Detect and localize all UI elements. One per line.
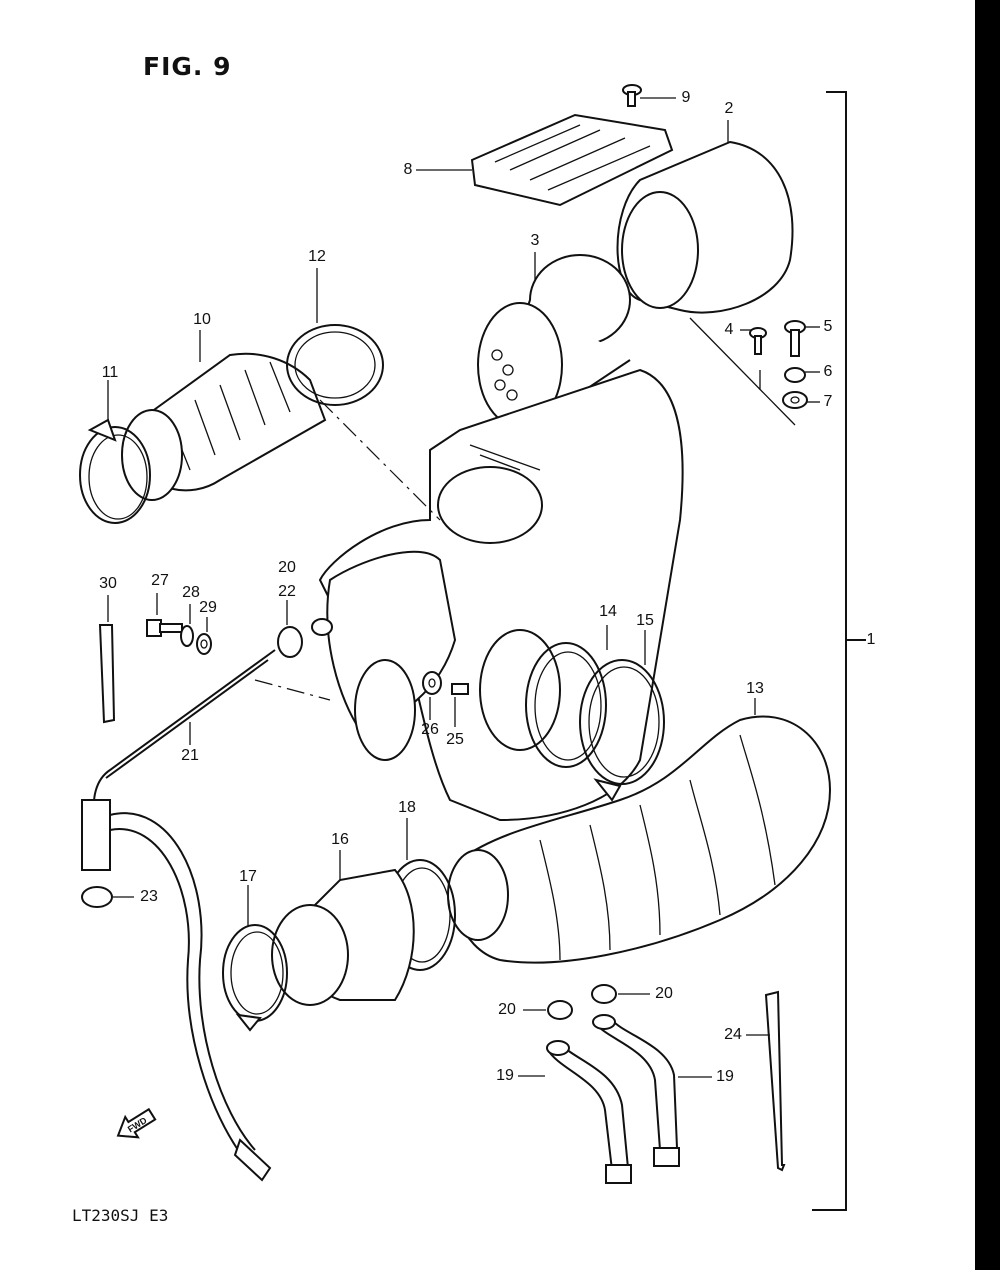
air-cleaner-case <box>311 368 684 822</box>
callout-17: 17 <box>239 868 257 885</box>
callout-22: 22 <box>278 583 296 600</box>
scan-edge <box>975 0 1000 1270</box>
part-3-filter-cage <box>477 252 631 428</box>
callout-20-lower-right: 20 <box>655 985 673 1002</box>
callout-24: 24 <box>724 1026 742 1043</box>
part-16-joint <box>271 850 415 1006</box>
callout-19-left: 19 <box>496 1067 514 1084</box>
callout-6: 6 <box>823 363 833 380</box>
part-30-strap <box>98 595 116 724</box>
callout-21: 21 <box>181 747 199 764</box>
callout-13: 13 <box>746 680 764 697</box>
fwd-arrow-icon: FWD <box>116 1107 157 1139</box>
callout-7: 7 <box>823 393 833 410</box>
callout-20-lower-left: 20 <box>498 1001 516 1018</box>
callout-25: 25 <box>446 731 464 748</box>
part-10-intake-tube <box>121 330 327 501</box>
parts-4-7-hardware <box>689 317 820 426</box>
callout-30: 30 <box>99 575 117 592</box>
part-20-clamps-lower <box>523 984 650 1020</box>
part-14-ring <box>525 625 608 768</box>
callout-5: 5 <box>823 318 833 335</box>
callout-10: 10 <box>193 311 211 328</box>
part-12-ring <box>286 268 384 406</box>
part-20-clamp-upper <box>277 600 303 658</box>
part-24-tie <box>746 990 786 1172</box>
callout-28: 28 <box>182 584 200 601</box>
assembly-line-21 <box>254 679 331 701</box>
part-15-clamp <box>579 630 665 802</box>
parts-25-26-fasteners <box>422 671 469 727</box>
part-2-foam-element <box>616 120 794 314</box>
callout-29: 29 <box>199 599 217 616</box>
part-13-duct <box>447 698 832 964</box>
assembly-line-10 <box>319 399 441 521</box>
part-21-breather-hose <box>81 649 276 1182</box>
callout-16: 16 <box>331 831 349 848</box>
part-19-hose-left <box>518 1040 632 1184</box>
callout-23: 23 <box>140 888 158 905</box>
callout-20-upper: 20 <box>278 559 296 576</box>
model-code: LT230SJ E3 <box>72 1206 169 1225</box>
callout-18: 18 <box>398 799 416 816</box>
assembly-bracket <box>812 91 866 1211</box>
part-8-cover-plate <box>416 113 674 207</box>
parts-27-29-fasteners <box>146 593 212 655</box>
callout-4: 4 <box>724 321 734 338</box>
part-19-hose-right <box>592 1014 712 1167</box>
part-11-clamp <box>79 380 151 524</box>
callout-19-right: 19 <box>716 1068 734 1085</box>
part-17-clamp <box>222 885 288 1032</box>
callout-11: 11 <box>101 364 119 381</box>
callout-27: 27 <box>151 572 169 589</box>
callout-26: 26 <box>421 721 439 738</box>
callout-2: 2 <box>724 100 734 117</box>
callout-1: 1 <box>866 631 876 648</box>
part-9-screw <box>622 84 676 107</box>
callout-8: 8 <box>403 161 413 178</box>
callout-14: 14 <box>599 603 617 620</box>
part-23-clamp <box>81 886 134 908</box>
callout-12: 12 <box>308 248 326 265</box>
callout-3: 3 <box>530 232 540 249</box>
callout-15: 15 <box>636 612 654 629</box>
figure-title: FIG. 9 <box>143 52 232 81</box>
callout-9: 9 <box>681 89 691 106</box>
